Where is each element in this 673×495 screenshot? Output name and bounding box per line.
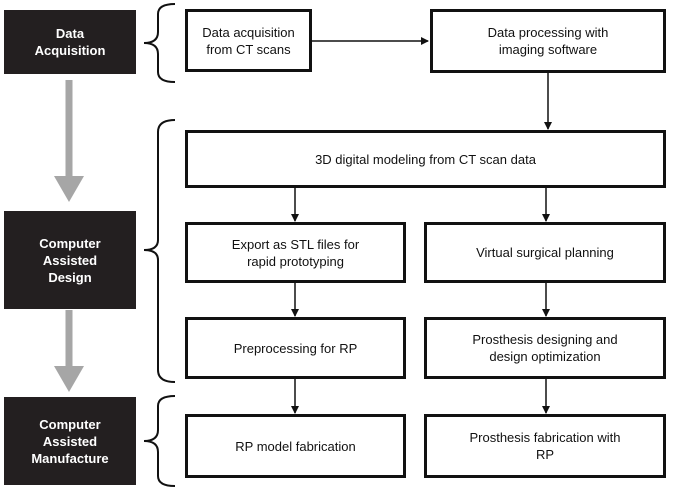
brace-manufacture xyxy=(143,395,176,487)
step-prosthesis-fabrication: Prosthesis fabrication with RP xyxy=(424,414,666,478)
stage-arrow-acquisition-to-design xyxy=(54,80,84,202)
step-prosthesis-design-label: Prosthesis designing and design optimiza… xyxy=(472,332,618,364)
step-rp-fabrication-label: RP model fabrication xyxy=(235,438,356,454)
step-export-stl: Export as STL files for rapid prototypin… xyxy=(185,222,406,283)
step-virtual-planning: Virtual surgical planning xyxy=(424,222,666,283)
stage-computer-assisted-design: Computer Assisted Design xyxy=(4,211,136,309)
step-digital-modeling-label: 3D digital modeling from CT scan data xyxy=(315,151,536,167)
step-ct-acquisition: Data acquisition from CT scans xyxy=(185,9,312,72)
step-preprocessing-rp-label: Preprocessing for RP xyxy=(233,340,358,356)
step-prosthesis-design: Prosthesis designing and design optimiza… xyxy=(424,317,666,379)
step-digital-modeling: 3D digital modeling from CT scan data xyxy=(185,130,666,188)
stage-computer-assisted-manufacture-label: Computer Assisted Manufacture xyxy=(31,416,109,466)
step-prosthesis-fabrication-label: Prosthesis fabrication with RP xyxy=(469,430,621,462)
stage-computer-assisted-design-label: Computer Assisted Design xyxy=(39,235,101,285)
brace-design xyxy=(143,119,176,383)
step-preprocessing-rp: Preprocessing for RP xyxy=(185,317,406,379)
step-imaging-software: Data processing with imaging software xyxy=(430,9,666,73)
stage-data-acquisition: Data Acquisition xyxy=(4,10,136,74)
stage-computer-assisted-manufacture: Computer Assisted Manufacture xyxy=(4,397,136,485)
step-export-stl-label: Export as STL files for rapid prototypin… xyxy=(231,236,360,269)
stage-data-acquisition-label: Data Acquisition xyxy=(34,26,106,58)
step-virtual-planning-label: Virtual surgical planning xyxy=(476,245,614,260)
brace-acquisition xyxy=(143,3,176,83)
step-rp-fabrication: RP model fabrication xyxy=(185,414,406,478)
stage-arrow-design-to-manufacture xyxy=(54,310,84,392)
step-ct-acquisition-label: Data acquisition from CT scans xyxy=(202,24,295,57)
step-imaging-software-label: Data processing with imaging software xyxy=(487,25,609,57)
